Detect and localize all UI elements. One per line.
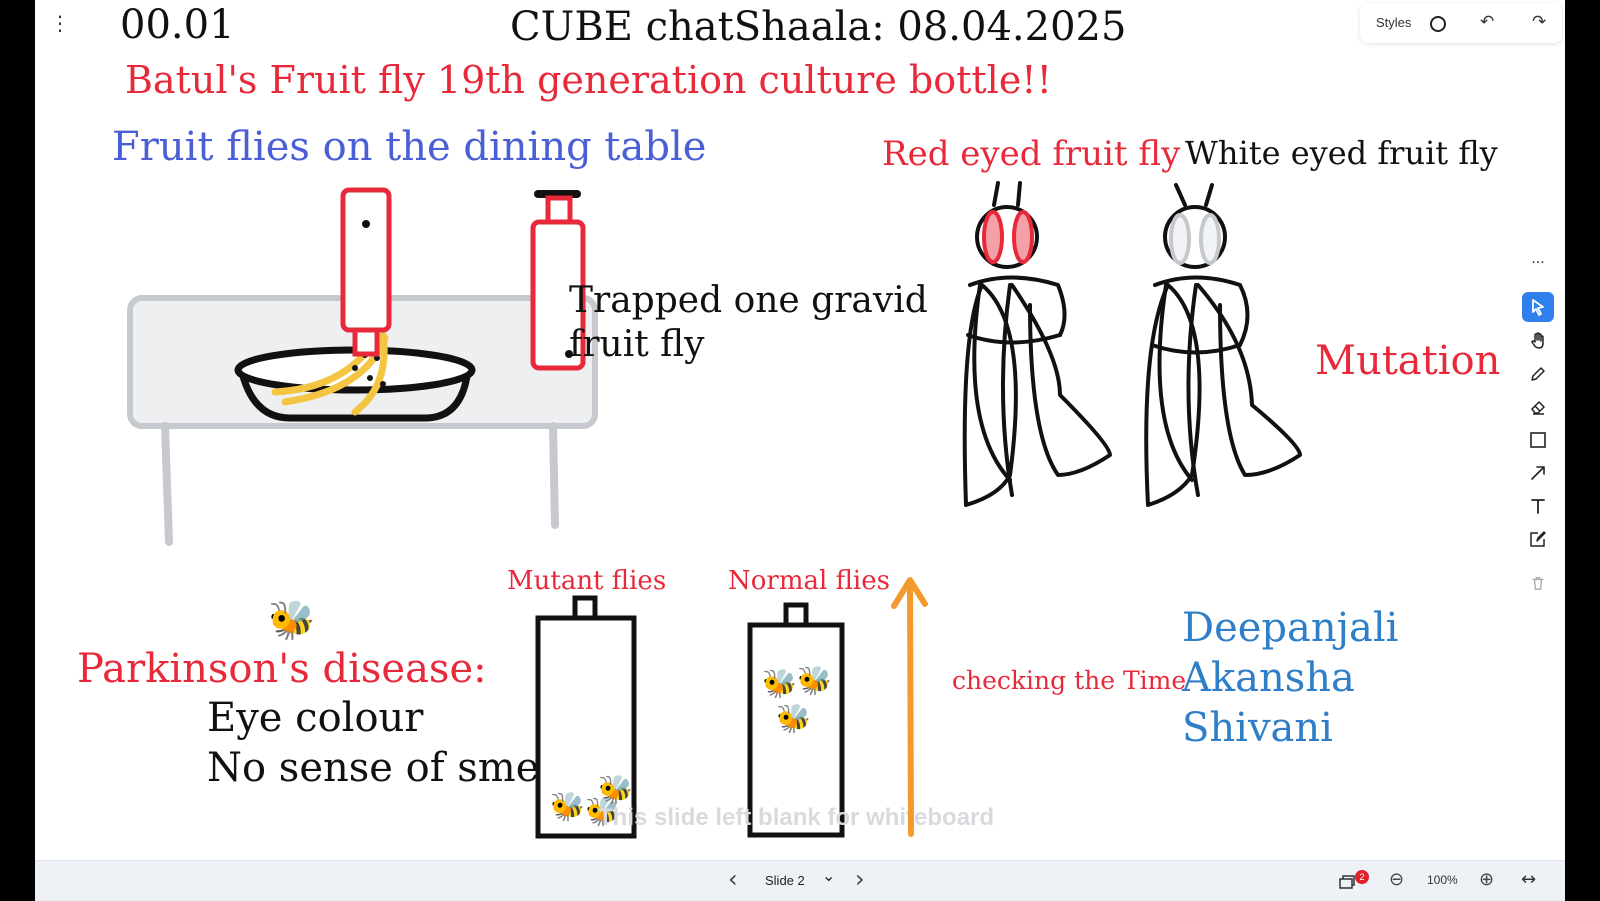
symptom-no-smell: No sense of smell — [207, 745, 565, 791]
normal-fly-emoji-3: 🐝 — [776, 702, 811, 735]
text-icon — [1531, 499, 1545, 514]
name-deepanjali: Deepanjali — [1182, 605, 1399, 651]
rectangle-icon — [1530, 432, 1546, 448]
zoom-in-icon[interactable]: ⊕ — [1479, 869, 1495, 890]
trapped-fly-label-line2: fruit fly — [569, 324, 705, 365]
eraser-tool-button[interactable] — [1522, 392, 1554, 422]
page-title: CUBE chatShaala: 08.04.2025 — [510, 4, 1127, 50]
more-icon: ··· — [1531, 255, 1545, 271]
styles-button[interactable]: Styles — [1376, 15, 1412, 30]
select-icon — [1532, 299, 1544, 316]
undo-icon[interactable]: ↶ — [1480, 12, 1495, 32]
name-akansha: Akansha — [1182, 655, 1355, 701]
select-tool-button[interactable] — [1522, 292, 1554, 322]
slide-subtitle: Batul's Fruit fly 19th generation cultur… — [125, 58, 1052, 102]
normal-fly-emoji-1: 🐝 — [762, 667, 797, 700]
mutant-fly-emoji-3: 🐝 — [598, 773, 633, 806]
white-eyed-label: White eyed fruit fly — [1185, 134, 1498, 172]
chevron-down-icon[interactable]: ⌄ — [822, 866, 836, 885]
zoom-level: 100% — [1427, 873, 1458, 887]
text-tool-button[interactable] — [1522, 491, 1554, 521]
pencil-icon — [1531, 367, 1545, 381]
pencil-tool-button[interactable] — [1522, 359, 1554, 389]
slide-selector-label[interactable]: Slide 2 — [765, 873, 805, 888]
zoom-out-icon[interactable]: ⊖ — [1389, 869, 1405, 890]
fit-width-icon[interactable]: ↔ — [1521, 869, 1537, 890]
blank-slide-note: This slide left blank for whiteboard — [598, 804, 995, 831]
slide-counter: 00.01 — [120, 2, 235, 48]
delete-tool-button[interactable] — [1522, 568, 1554, 598]
normal-flies-label: Normal flies — [728, 566, 890, 596]
dining-table-label: Fruit flies on the dining table — [112, 124, 707, 170]
next-slide-icon[interactable]: › — [855, 865, 865, 893]
mutant-fly-emoji-1: 🐝 — [550, 790, 585, 823]
stroke-style-icon[interactable] — [1430, 16, 1446, 32]
note-icon — [1530, 531, 1546, 547]
normal-fly-emoji-2: 🐝 — [797, 664, 832, 697]
trash-icon — [1532, 577, 1544, 590]
name-shivani: Shivani — [1182, 705, 1333, 751]
side-toolbar: ··· — [1518, 248, 1558, 598]
fruit-fly-drawings — [962, 181, 1302, 507]
red-eyed-label: Red eyed fruit fly — [882, 134, 1181, 174]
dining-table-drawing — [127, 187, 598, 546]
culture-bottles — [535, 595, 845, 839]
red-eyed-fly — [962, 181, 1112, 507]
white-eyed-fly — [1144, 183, 1302, 507]
arrow-icon — [1531, 466, 1545, 480]
more-menu-button[interactable]: ⋮ — [35, 0, 85, 46]
mutation-label: Mutation — [1315, 338, 1501, 384]
checking-time-label: checking the Time — [952, 666, 1187, 695]
prev-slide-icon[interactable]: ‹ — [728, 865, 738, 893]
mutant-fly-emoji-2: 🐝 — [585, 795, 620, 828]
symptom-eye-colour: Eye colour — [207, 695, 424, 741]
note-tool-button[interactable] — [1522, 524, 1554, 554]
mutant-flies-label: Mutant flies — [507, 566, 667, 596]
hand-tool-button[interactable] — [1522, 326, 1554, 356]
hand-icon — [1531, 332, 1544, 349]
parkinsons-label: Parkinson's disease: — [77, 646, 487, 692]
rectangle-tool-button[interactable] — [1522, 425, 1554, 455]
slides-stack-icon[interactable] — [1338, 874, 1356, 890]
bee-emoji: 🐝 — [268, 598, 316, 642]
styles-panel: Styles ↶ ↷ — [1360, 3, 1562, 43]
time-arrow-icon — [891, 577, 928, 837]
slide-canvas[interactable]: ⋮ 00.01 CUBE chatShaala: 08.04.2025 Batu… — [35, 0, 1565, 860]
redo-icon[interactable]: ↷ — [1532, 12, 1547, 32]
trapped-fly-label-line1: Trapped one gravid — [569, 280, 928, 321]
arrow-tool-button[interactable] — [1522, 458, 1554, 488]
notification-badge: 2 — [1355, 870, 1369, 884]
bottom-bar: ‹ Slide 2 ⌄ › 2 ⊖ 100% ⊕ ↔ — [35, 860, 1565, 901]
more-tools-button[interactable]: ··· — [1522, 248, 1554, 278]
kebab-menu-icon: ⋮ — [50, 11, 70, 35]
eraser-icon — [1531, 401, 1545, 415]
